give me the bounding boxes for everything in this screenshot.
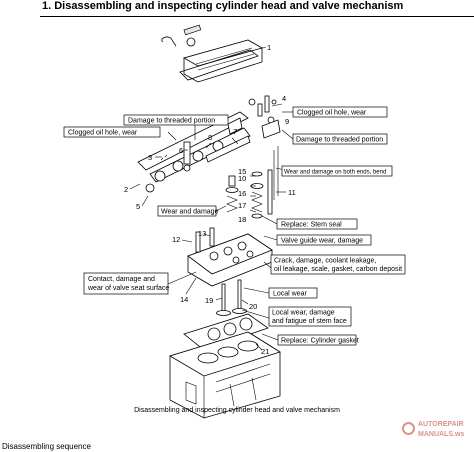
disassembling-sequence-heading: Disassembling sequence	[2, 442, 91, 451]
part-number-5: 5	[136, 202, 140, 211]
part-number-1: 1	[267, 43, 271, 52]
part-number-6: 6	[179, 146, 183, 155]
svg-text:Wear and damage on both ends,: Wear and damage on both ends, bend	[284, 170, 386, 176]
rocker-small-parts	[248, 95, 281, 139]
part-number-15: 15	[238, 167, 246, 176]
part-number-2: 2	[124, 185, 128, 194]
svg-text:oil leakage, scale, gasket, ca: oil leakage, scale, gasket, carbon depos…	[274, 266, 402, 273]
svg-text:Clogged oil hole, wear: Clogged oil hole, wear	[68, 130, 138, 137]
part-number-3: 3	[148, 153, 152, 162]
watermark-line1: AUTOREPAIR	[418, 421, 464, 428]
part-number-10: 10	[238, 174, 246, 183]
svg-text:Local wear: Local wear	[273, 291, 308, 298]
svg-text:Damage to threaded portion: Damage to threaded portion	[128, 118, 215, 125]
part-number-4: 4	[282, 94, 286, 103]
callout-crack: Crack, damage, coolant leakage, oil leak…	[270, 254, 406, 275]
head-cover	[161, 24, 264, 83]
watermark: AUTOREPAIR MANUALS.ws	[402, 420, 474, 444]
part-number-11: 11	[288, 188, 296, 197]
part-number-16: 16	[238, 189, 246, 198]
callout-clogged-oil-right: Clogged oil hole, wear	[292, 106, 388, 118]
leader-lines	[129, 46, 294, 351]
rocker-assembly	[137, 111, 251, 193]
svg-text:Replace: Stem seal: Replace: Stem seal	[281, 222, 342, 229]
callout-contact: Contact, damage and wear of valve seat s…	[83, 272, 169, 295]
part-numbers: 1 2 3 4 5 6 7 8 9 10 11 12 13 14 15 16 1…	[124, 43, 296, 356]
part-number-8: 8	[208, 133, 212, 142]
callout-clogged-oil-left: Clogged oil hole, wear	[63, 126, 161, 138]
callout-stem-seal: Replace: Stem seal	[276, 218, 358, 230]
part-number-7: 7	[233, 127, 237, 136]
svg-text:Replace: Cylinder gasket: Replace: Cylinder gasket	[281, 338, 359, 345]
callout-cylinder-gasket: Replace: Cylinder gasket	[277, 334, 359, 346]
svg-text:Valve guide wear, damage: Valve guide wear, damage	[281, 238, 363, 245]
heading-rule	[40, 16, 474, 17]
cylinder-head	[187, 227, 273, 287]
callout-wear-and-damage: Wear and damage	[157, 205, 219, 217]
watermark-logo-icon	[402, 422, 415, 435]
part-number-14: 14	[180, 295, 188, 304]
cylinder-gasket	[183, 313, 269, 351]
part-number-19: 19	[205, 296, 213, 305]
svg-text:Local wear, damage: Local wear, damage	[272, 310, 335, 317]
callout-damage-threaded-top: Damage to threaded portion	[123, 114, 229, 126]
part-number-12: 12	[172, 235, 180, 244]
watermark-line2: MANUALS.ws	[418, 431, 465, 438]
callout-damage-threaded-right: Damage to threaded portion	[292, 133, 388, 145]
figure-caption: Disassembling and inspecting cylinder he…	[134, 407, 340, 414]
callout-wear-damage-ends: Wear and damage on both ends, bend	[281, 165, 393, 177]
callout-local-wear: Local wear	[268, 287, 318, 299]
part-number-13: 13	[198, 229, 206, 238]
svg-text:Wear and damage: Wear and damage	[161, 209, 219, 216]
valve-springs	[225, 169, 273, 219]
part-number-9: 9	[285, 117, 289, 126]
section-heading: 1. Disassembling and inspecting cylinder…	[42, 0, 404, 12]
cylinder-block	[169, 331, 281, 419]
part-number-21: 21	[261, 347, 269, 356]
svg-text:Damage to threaded portion: Damage to threaded portion	[296, 137, 383, 144]
svg-text:Contact, damage and: Contact, damage and	[88, 276, 155, 283]
svg-text:and fatigue of stem face: and fatigue of stem face	[272, 318, 347, 325]
svg-text:Crack, damage, coolant leakage: Crack, damage, coolant leakage,	[274, 258, 376, 265]
svg-text:wear of valve seat surface: wear of valve seat surface	[87, 285, 169, 292]
part-number-18: 18	[238, 215, 246, 224]
part-number-20: 20	[249, 302, 257, 311]
part-number-17: 17	[238, 201, 246, 210]
callout-valve-guide: Valve guide wear, damage	[276, 234, 372, 246]
svg-text:Clogged oil hole, wear: Clogged oil hole, wear	[297, 110, 367, 117]
callout-local-wear-stem: Local wear, damage and fatigue of stem f…	[268, 306, 352, 327]
push-rods	[273, 146, 279, 200]
